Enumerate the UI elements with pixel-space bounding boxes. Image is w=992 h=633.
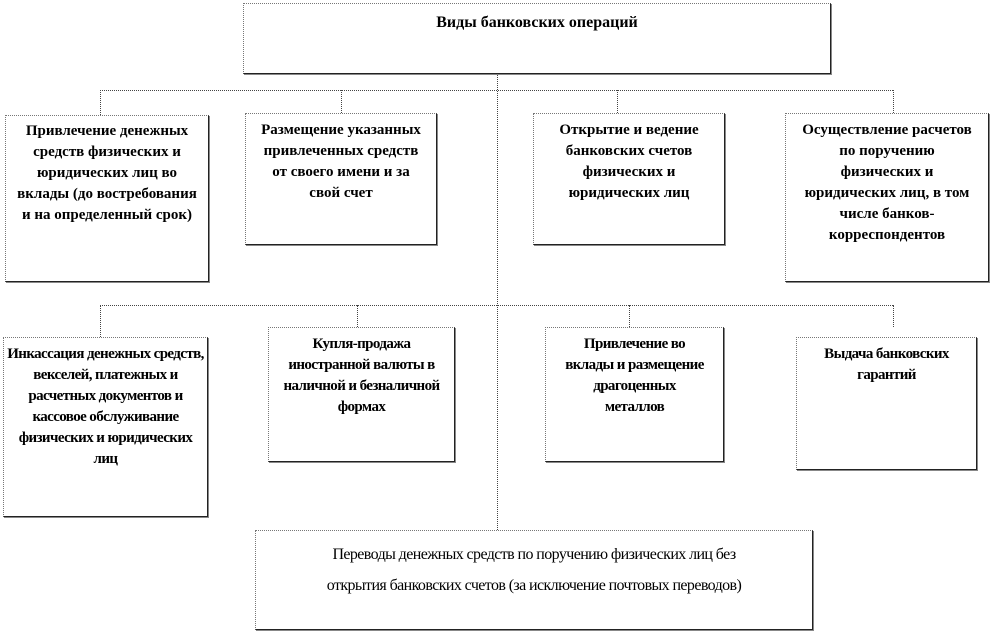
connector	[100, 305, 101, 337]
connector-trunk	[497, 74, 498, 530]
box-text: Привлечение во вклады и размещение драго…	[565, 336, 704, 415]
box-text: Купля-продажа иностранной валюты в налич…	[283, 336, 440, 415]
box-text: Привлечение денежных средств физических …	[17, 123, 197, 223]
box-currency-exchange: Купля-продажа иностранной валюты в налич…	[268, 327, 455, 462]
box-placement: Размещение указанных привлеченных средст…	[245, 113, 437, 245]
box-guarantees: Выдача банковских гарантий	[796, 337, 977, 470]
box-accounts: Открытие и ведение банковских счетов физ…	[533, 113, 725, 245]
box-text: Размещение указанных привлеченных средст…	[261, 122, 421, 201]
box-text-line: открытия банковских счетов (за исключени…	[326, 577, 742, 594]
connector-row1-bus	[100, 90, 893, 91]
title-box: Виды банковских операций	[243, 3, 831, 74]
box-text: Инкассация денежных средств, векселей, п…	[7, 346, 204, 467]
box-text: Выдача банковских гарантий	[824, 346, 949, 383]
box-settlements: Осуществление расчетов по поручению физи…	[785, 113, 989, 282]
connector	[341, 90, 342, 113]
connector	[629, 305, 630, 327]
connector	[893, 305, 894, 327]
box-collection: Инкассация денежных средств, векселей, п…	[3, 337, 208, 517]
diagram-title: Виды банковских операций	[436, 14, 638, 31]
connector-row2-bus	[100, 305, 893, 306]
box-transfers: Переводы денежных средств по поручению ф…	[255, 530, 813, 630]
box-precious-metals: Привлечение во вклады и размещение драго…	[545, 327, 724, 462]
box-deposits: Привлечение денежных средств физических …	[5, 115, 209, 282]
box-text-line: Переводы денежных средств по поручению ф…	[332, 546, 736, 563]
connector	[100, 90, 101, 115]
connector	[357, 305, 358, 327]
connector	[893, 90, 894, 113]
box-text: Осуществление расчетов по поручению физи…	[802, 122, 972, 243]
box-text: Открытие и ведение банковских счетов физ…	[559, 122, 699, 201]
connector	[617, 90, 618, 113]
